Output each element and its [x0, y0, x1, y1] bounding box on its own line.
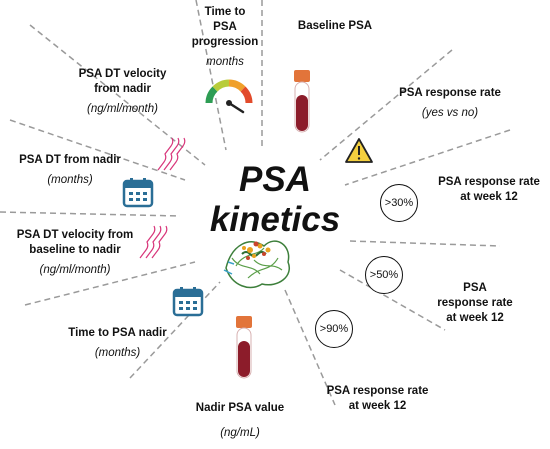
label-title: PSA DT velocity from nadir: [78, 68, 167, 95]
blood-tube-icon: [236, 316, 252, 379]
divider-line: [29, 24, 206, 166]
label-unit: (months): [47, 174, 93, 186]
gauge-icon: [205, 79, 253, 114]
label-title: PSA DT velocity from baseline to nadir: [16, 229, 134, 256]
label-dt-velocity-baseline: PSA DT velocity from baseline to nadir (…: [0, 228, 150, 278]
label-unit: (ng/mL): [220, 427, 260, 439]
label-response-30: PSA response rate at week 12: [430, 175, 548, 205]
label-unit: (ng/ml/month): [39, 264, 111, 276]
label-title: PSA response rate at week 12: [326, 385, 429, 412]
badge-30-percent: >30%: [380, 184, 418, 222]
label-title: Time to PSA nadir: [68, 327, 167, 339]
warning-icon: [345, 138, 373, 163]
divider-line: [0, 211, 181, 217]
divider-line: [195, 0, 227, 151]
calendar-icon: [122, 178, 154, 208]
center-title: PSA kinetics: [209, 160, 341, 239]
divider-line: [9, 119, 186, 181]
label-unit: months: [206, 56, 244, 68]
label-baseline-psa: Baseline PSA: [280, 19, 390, 34]
label-response-90: PSA response rate at week 12: [315, 384, 440, 414]
label-time-to-nadir: Time to PSA nadir (months): [55, 326, 180, 361]
label-title: PSA DT from nadir: [19, 154, 121, 166]
label-dt-velocity-nadir: PSA DT velocity from nadir (ng/ml/month): [50, 67, 195, 117]
badge-50-percent: >50%: [365, 256, 403, 294]
label-response-50: PSA response rate at week 12: [425, 281, 525, 326]
label-time-to-progression: Time to PSA progression months: [170, 5, 280, 70]
divider-line: [349, 240, 501, 247]
wave-icon: [139, 225, 168, 259]
divider-lines: [0, 0, 511, 406]
label-title: Time to PSA progression: [191, 6, 259, 48]
calendar-icon: [172, 287, 204, 317]
blood-tube-icon: [294, 70, 310, 133]
label-title: PSA response rate at week 12: [437, 282, 513, 324]
divider-line: [319, 49, 453, 161]
label-unit: (yes vs no): [421, 107, 479, 119]
label-title: PSA response rate: [399, 87, 501, 99]
label-unit: (months): [94, 347, 141, 359]
label-unit: (ng/ml/month): [87, 103, 158, 115]
wave-icon: [157, 137, 186, 171]
label-title: PSA response rate at week 12: [438, 176, 540, 203]
divider-line: [284, 289, 336, 406]
label-dt-from-nadir: PSA DT from nadir (months): [0, 153, 140, 188]
label-nadir-value: Nadir PSA value (ng/mL): [180, 401, 300, 441]
badge-90-percent: >90%: [315, 310, 353, 348]
label-title: Nadir PSA value: [195, 402, 285, 414]
protein-icon: [223, 240, 291, 289]
divider-line: [339, 269, 446, 331]
divider-line: [129, 281, 221, 379]
divider-line: [344, 129, 511, 186]
label-title: Baseline PSA: [297, 20, 373, 32]
label-response-rate: PSA response rate (yes vs no): [375, 86, 525, 121]
